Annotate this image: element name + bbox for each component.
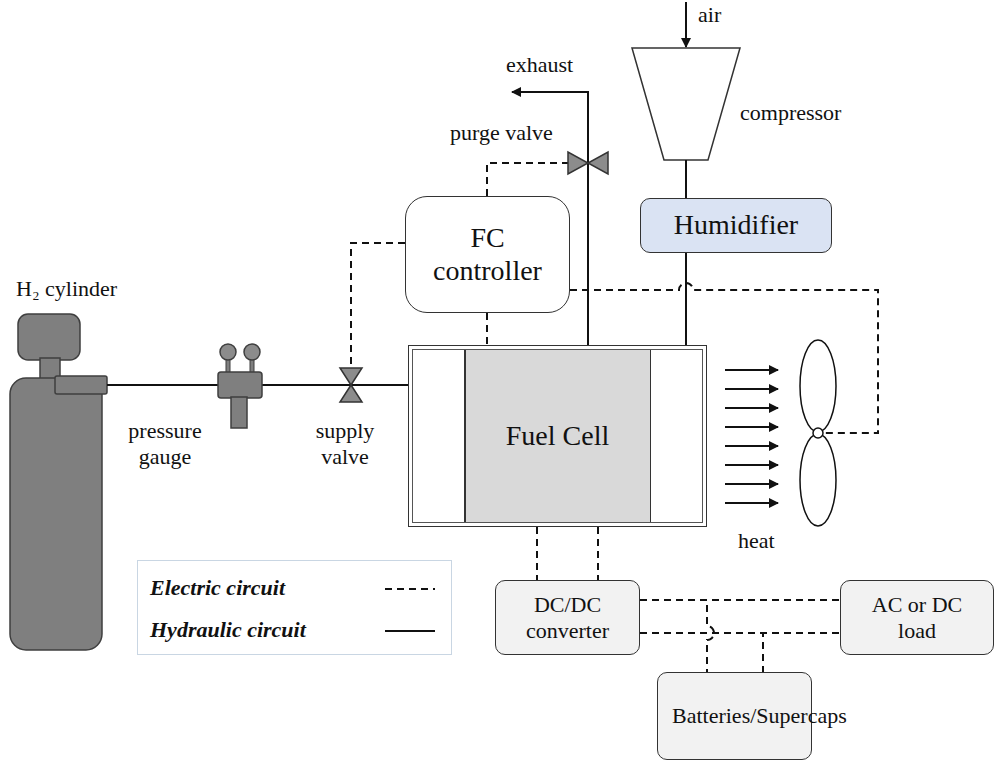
node-text: Humidifier [674, 209, 798, 241]
part-label: exhaust [506, 52, 584, 78]
gauge-foot [231, 397, 247, 428]
gauge-dial [220, 344, 236, 360]
electric-wire [486, 313, 488, 345]
legend-row: Electric circuit [138, 575, 451, 603]
part-label: pressure gauge [115, 418, 215, 471]
heat-arrow [725, 369, 778, 371]
legend-row: Hydraulic circuit [138, 617, 451, 645]
part-label: air [698, 2, 748, 28]
heat-arrow [725, 483, 778, 485]
gauge-body [218, 372, 262, 398]
part-label: heat [738, 528, 798, 554]
hydraulic-pipe [685, 253, 687, 345]
air-pipe [685, 160, 687, 198]
heat-arrow [725, 502, 778, 504]
part-label: H₂ cylinder [16, 276, 176, 302]
gauge-dial [244, 344, 260, 360]
valve-symbol [568, 152, 588, 174]
legend-text: Hydraulic circuit [150, 617, 306, 643]
heat-arrow [725, 464, 778, 466]
process-box: Humidifier [640, 198, 832, 253]
fan-hub [813, 428, 823, 438]
legend-line-sample [383, 584, 437, 594]
legend-line [385, 588, 435, 590]
node-text: FC controller [423, 222, 553, 286]
control-wire [487, 163, 568, 196]
electric-wire [640, 600, 714, 672]
heat-arrow [725, 407, 778, 409]
electric-wire [597, 527, 599, 580]
compressor-symbol [632, 48, 740, 160]
node-text: AC or DC load [867, 592, 967, 643]
node-text: Fuel Cell [506, 420, 609, 452]
valve-symbol [588, 152, 608, 174]
legend-line-sample [383, 626, 437, 636]
stack-box: Fuel Cell [408, 345, 707, 527]
heat-arrow [725, 426, 778, 428]
control-wire [351, 243, 405, 368]
valve-symbol [340, 368, 362, 385]
storage-box: Batteries/Supercaps [657, 672, 812, 760]
controller-box: FC controller [405, 196, 570, 313]
converter-box: DC/DC converter [495, 580, 640, 655]
part-label: compressor [740, 100, 860, 126]
load-box: AC or DC load [840, 580, 994, 655]
node-text: Batteries/Supercaps [672, 703, 797, 728]
electric-wire [536, 527, 538, 580]
fan-blade [800, 340, 836, 432]
heat-arrow [725, 388, 778, 390]
legend-box: Electric circuitHydraulic circuit [137, 560, 452, 655]
legend-text: Electric circuit [150, 575, 285, 601]
part-label: supply valve [300, 418, 390, 471]
heat-arrows [725, 370, 778, 503]
cylinder-cap [18, 314, 80, 360]
cylinder-outlet [55, 376, 107, 394]
fan-blade [800, 434, 836, 526]
cylinder-body [10, 378, 102, 650]
heat-arrow [725, 445, 778, 447]
legend-line [385, 630, 435, 632]
valve-symbol [340, 385, 362, 402]
node-text: DC/DC converter [512, 592, 624, 643]
air-arrow [685, 2, 687, 47]
part-label: purge valve [450, 120, 562, 146]
electric-wire [640, 633, 763, 672]
